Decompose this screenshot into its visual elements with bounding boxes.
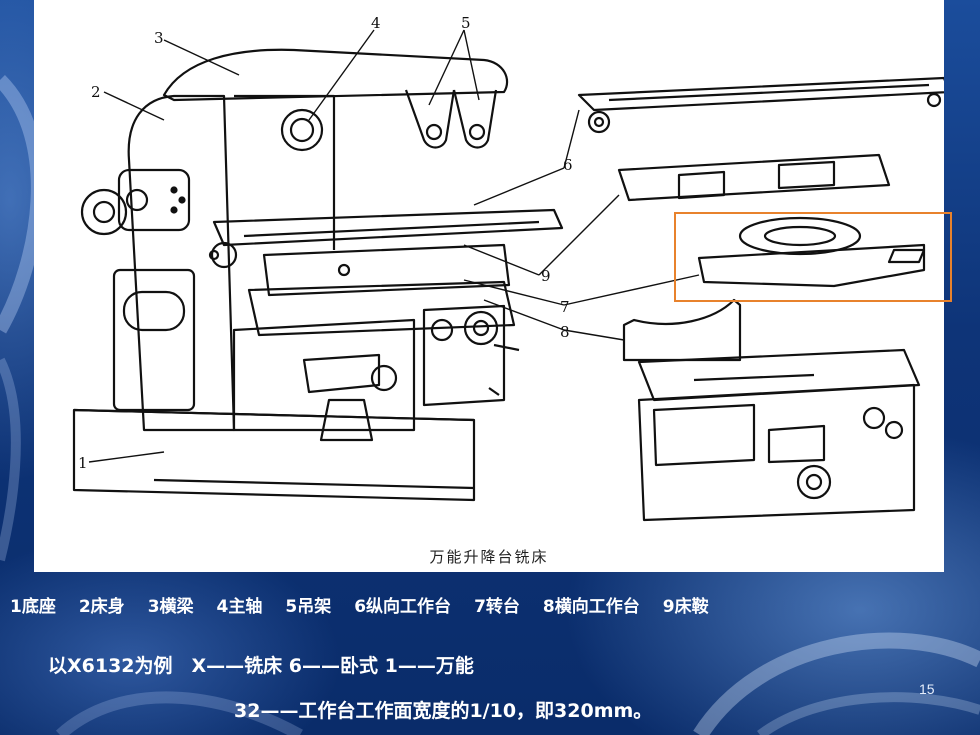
model-example-line: 以X6132为例 X——铣床 6——卧式 1——万能 — [48, 655, 474, 677]
part-number-4: 4 — [371, 14, 381, 32]
figure-caption: 万能升降台铣床 — [429, 548, 549, 566]
legend-item: 3横梁 — [147, 597, 194, 617]
legend-item: 8横向工作台 — [542, 597, 640, 617]
highlight-box-swivel — [674, 212, 952, 302]
part-number-7: 7 — [560, 298, 570, 316]
part-number-9: 9 — [541, 267, 551, 285]
legend-item: 4主轴 — [216, 597, 263, 617]
milling-machine-drawing: 3 2 4 5 6 9 7 8 1 — [72, 14, 944, 522]
parts-legend: 1底座 2床身 3横梁 4主轴 5吊架 6纵向工作台 7转台 8横向工作台 9床… — [10, 592, 970, 617]
legend-item: 1底座 — [10, 597, 56, 617]
part-number-2: 2 — [91, 83, 101, 101]
part-number-3: 3 — [154, 29, 164, 47]
legend-item: 5吊架 — [285, 597, 332, 617]
legend-item: 2床身 — [78, 597, 125, 617]
part-number-1: 1 — [78, 454, 88, 472]
table-width-line: 32——工作台工作面宽度的1/10，即320mm。 — [234, 700, 653, 722]
part-number-8: 8 — [560, 323, 570, 341]
part-number-6: 6 — [563, 156, 573, 174]
legend-item: 9床鞍 — [662, 597, 709, 617]
legend-item: 7转台 — [474, 597, 520, 617]
legend-item: 6纵向工作台 — [354, 597, 452, 617]
part-number-5: 5 — [461, 14, 471, 32]
page-number: 15 — [919, 681, 935, 697]
milling-machine-figure: 3 2 4 5 6 9 7 8 1 万能升降台铣床 — [34, 0, 944, 572]
